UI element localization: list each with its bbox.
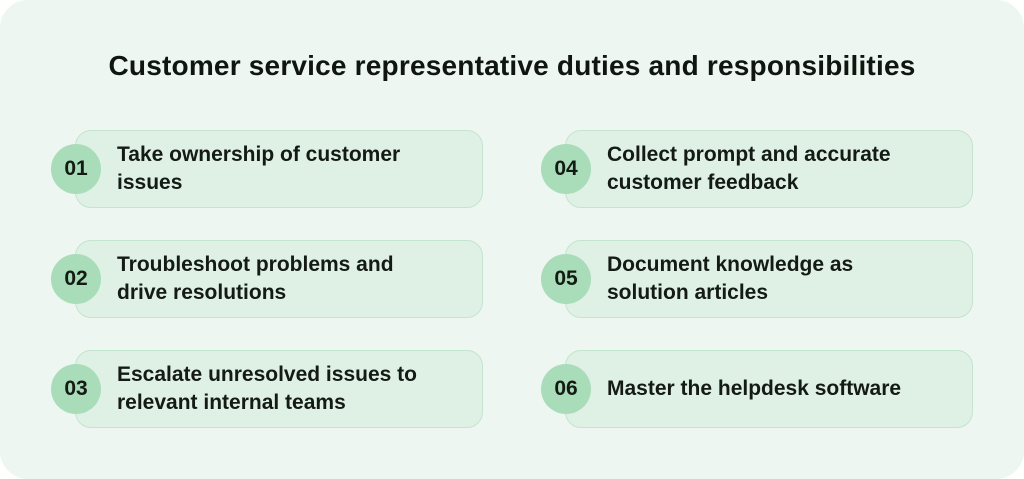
duty-label-04: Collect prompt and accurate customer fee… (607, 142, 891, 194)
page-title: Customer service representative duties a… (108, 50, 916, 81)
duties-grid: 01 Take ownership of customer issues 02 … (0, 129, 1024, 428)
number-badge-06: 06 (541, 363, 591, 414)
duty-label-01: Take ownership of customer issues (117, 142, 401, 194)
number-badge-03: 03 (51, 363, 101, 414)
number-badge-05: 05 (541, 253, 591, 304)
duty-card-04: 04 Collect prompt and accurate customer … (541, 129, 973, 208)
number-badge-02: 02 (51, 253, 101, 304)
duty-label-05: Document knowledge as solution articles (607, 252, 854, 304)
number-badge-04: 04 (541, 143, 591, 194)
duty-label-03: Escalate unresolved issues to relevant i… (117, 362, 417, 414)
duty-label-02: Troubleshoot problems and drive resoluti… (117, 252, 394, 304)
duty-card-02: 02 Troubleshoot problems and drive resol… (51, 239, 483, 318)
number-badge-01: 01 (51, 143, 101, 194)
duty-label-06: Master the helpdesk software (607, 376, 902, 400)
duty-card-01: 01 Take ownership of customer issues (51, 129, 483, 208)
duty-card-03: 03 Escalate unresolved issues to relevan… (51, 349, 483, 428)
duty-card-05: 05 Document knowledge as solution articl… (541, 239, 973, 318)
right-column: 04 Collect prompt and accurate customer … (541, 129, 973, 428)
duty-card-06: 06 Master the helpdesk software (541, 349, 973, 428)
left-column: 01 Take ownership of customer issues 02 … (51, 129, 483, 428)
